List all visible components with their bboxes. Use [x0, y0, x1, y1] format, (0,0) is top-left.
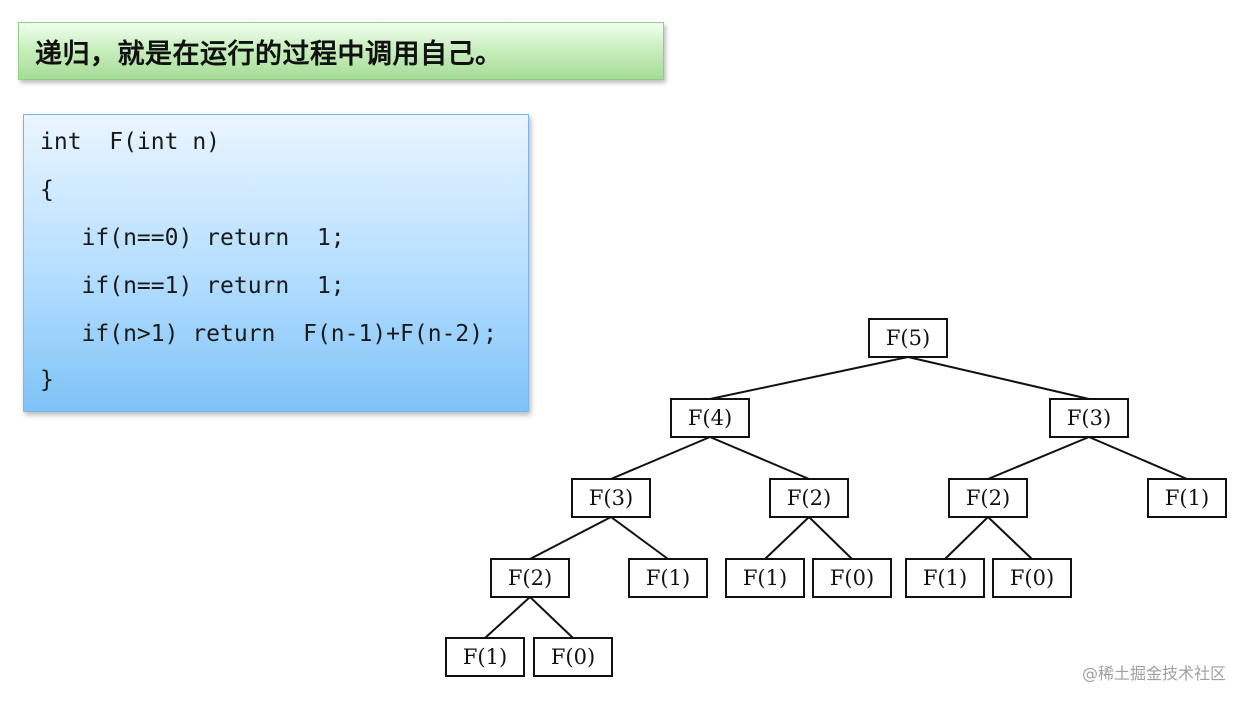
tree-edge — [709, 436, 810, 480]
tree-node-label: F(2) — [966, 486, 1010, 510]
tree-node: F(2) — [948, 478, 1028, 518]
tree-edge — [987, 436, 1090, 480]
tree-node: F(0) — [992, 558, 1072, 598]
tree-edge — [529, 516, 612, 560]
tree-node-box — [905, 558, 985, 598]
tree-node-label: F(1) — [923, 566, 967, 590]
code-line-if-n1: if(n==1) return 1; — [40, 273, 345, 299]
tree-node: F(1) — [445, 637, 525, 677]
tree-edge — [987, 516, 1033, 560]
tree-edge — [944, 516, 989, 560]
tree-node-box — [868, 318, 948, 358]
tree-node-box — [769, 478, 849, 518]
tree-node: F(3) — [571, 478, 651, 518]
tree-node-label: F(1) — [463, 645, 507, 669]
code-line-signature: int F(int n) — [40, 129, 221, 155]
tree-node-box — [445, 637, 525, 677]
tree-node: F(1) — [628, 558, 708, 598]
tree-node-label: F(1) — [646, 566, 690, 590]
tree-node: F(2) — [769, 478, 849, 518]
tree-node-box — [490, 558, 570, 598]
tree-edge — [1088, 436, 1188, 480]
tree-node: F(5) — [868, 318, 948, 358]
tree-node: F(2) — [490, 558, 570, 598]
tree-node-box — [628, 558, 708, 598]
tree-node: F(4) — [670, 398, 750, 438]
tree-edge — [610, 516, 669, 560]
tree-edge — [764, 516, 810, 560]
tree-node-box — [948, 478, 1028, 518]
tree-node-label: F(2) — [508, 566, 552, 590]
tree-node: F(1) — [905, 558, 985, 598]
tree-edge — [484, 596, 531, 639]
tree-nodes: F(5) F(4) F(3) F(3) F(2) F(2) F(1) F(2) F(1) F(1)… — [445, 318, 1227, 677]
tree-edge — [610, 436, 711, 480]
tree-node-box — [670, 398, 750, 438]
tree-node-label: F(5) — [886, 326, 930, 350]
tree-edge — [529, 596, 574, 639]
tree-node: F(0) — [812, 558, 892, 598]
tree-node: F(1) — [1147, 478, 1227, 518]
tree-node-label: F(1) — [743, 566, 787, 590]
tree-edges — [484, 356, 1188, 639]
code-line-recursive: if(n>1) return F(n-1)+F(n-2); — [40, 321, 497, 347]
tree-node-label: F(4) — [688, 406, 732, 430]
code-block: int F(int n) { if(n==0) return 1; if(n==… — [23, 114, 529, 412]
tree-node-label: F(0) — [830, 566, 874, 590]
tree-node-label: F(0) — [551, 645, 595, 669]
tree-node-label: F(3) — [1067, 406, 1111, 430]
tree-node-box — [571, 478, 651, 518]
tree-node-label: F(3) — [589, 486, 633, 510]
tree-node: F(3) — [1049, 398, 1129, 438]
tree-edge — [907, 356, 1090, 400]
tree-node-box — [812, 558, 892, 598]
code-line-if-n0: if(n==0) return 1; — [40, 225, 345, 251]
tree-node-box — [533, 637, 613, 677]
code-line-close-brace: } — [40, 367, 54, 393]
tree-node-label: F(0) — [1010, 566, 1054, 590]
tree-edge — [808, 516, 853, 560]
watermark: @稀土掘金技术社区 — [1081, 664, 1226, 683]
tree-edge — [709, 356, 909, 400]
tree-node-box — [992, 558, 1072, 598]
tree-node: F(1) — [725, 558, 805, 598]
tree-node-box — [1049, 398, 1129, 438]
title-banner: 递归，就是在运行的过程中调用自己。 — [18, 22, 664, 80]
tree-node-label: F(1) — [1165, 486, 1209, 510]
tree-node-box — [725, 558, 805, 598]
tree-node-label: F(2) — [787, 486, 831, 510]
code-line-open-brace: { — [40, 177, 54, 203]
tree-node: F(0) — [533, 637, 613, 677]
title-text: 递归，就是在运行的过程中调用自己。 — [35, 38, 503, 70]
tree-node-box — [1147, 478, 1227, 518]
